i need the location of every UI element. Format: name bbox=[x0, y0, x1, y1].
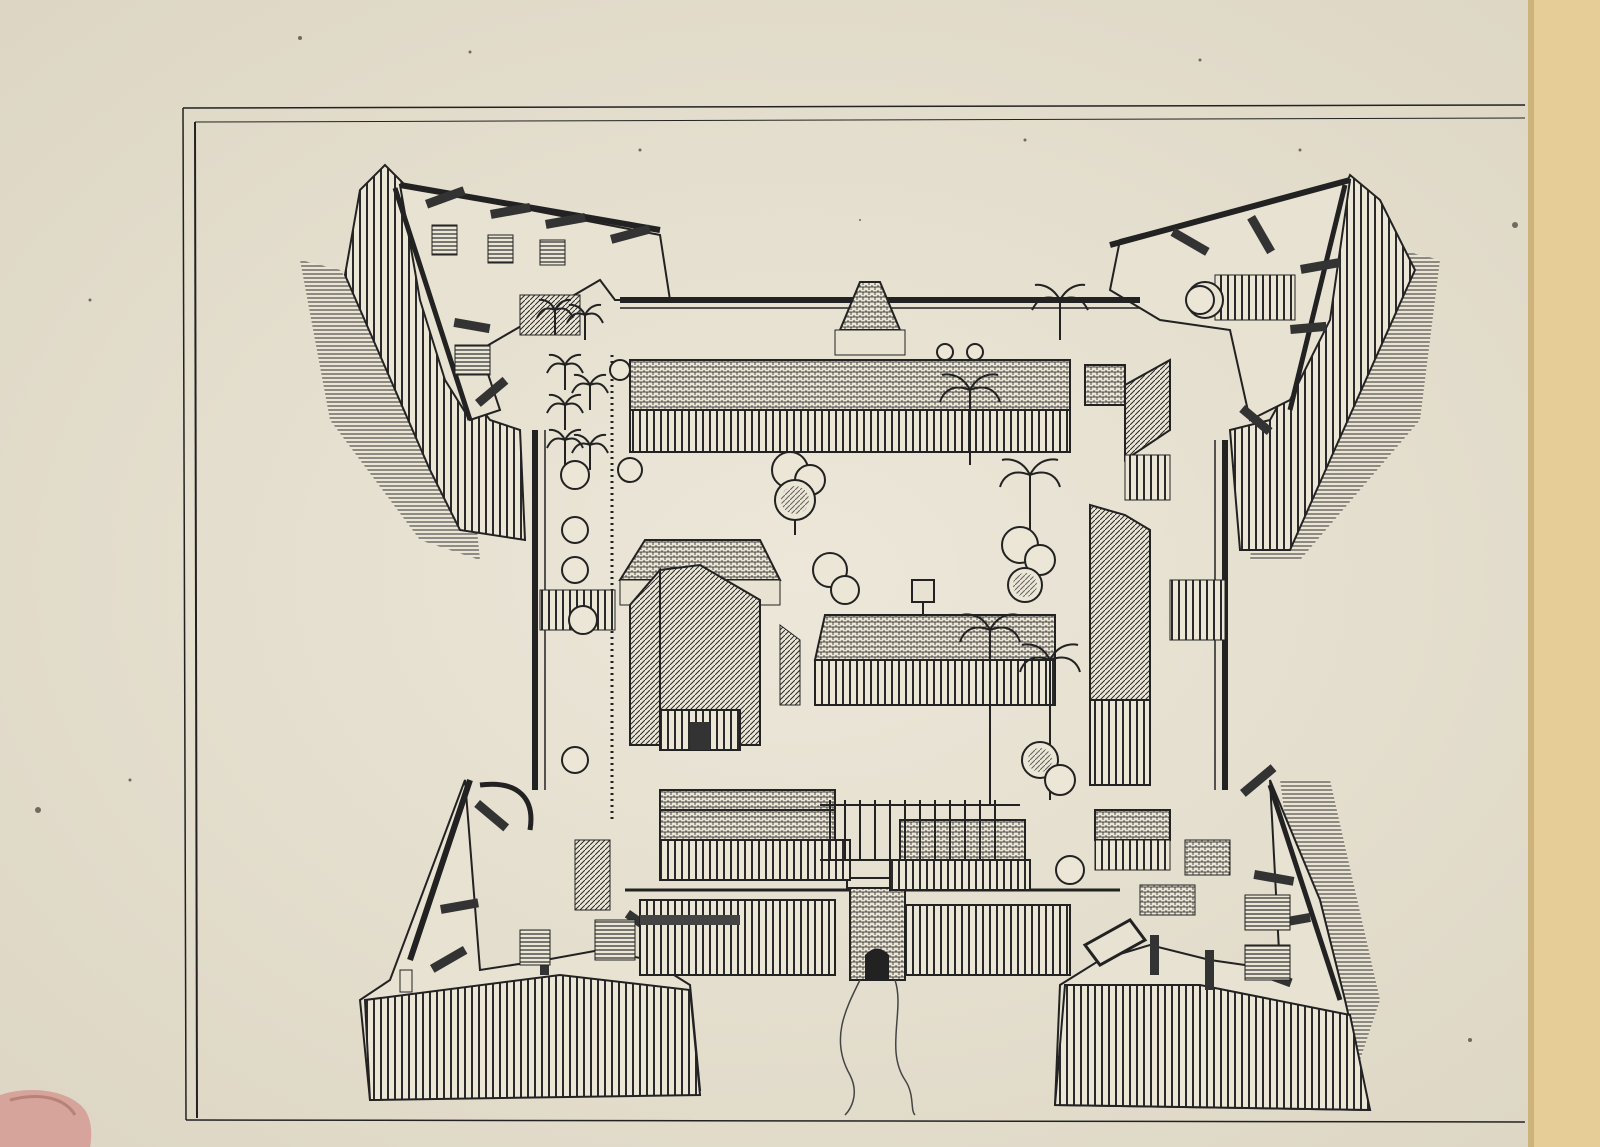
cannon-icon bbox=[424, 186, 651, 407]
gate-icon bbox=[846, 877, 909, 981]
paper-specks bbox=[35, 36, 1518, 1042]
tree-icon bbox=[560, 285, 1215, 885]
thumb bbox=[0, 1090, 92, 1147]
interior-buildings bbox=[519, 281, 1231, 916]
se-bastion bbox=[1053, 764, 1372, 1112]
tree-hatch bbox=[781, 486, 1052, 772]
east-bridge bbox=[1169, 579, 1226, 641]
palm-tree-icon bbox=[536, 283, 1089, 805]
cannon-icon bbox=[1170, 215, 1341, 436]
front-wall bbox=[625, 888, 1120, 976]
ne-bastion bbox=[1108, 173, 1417, 551]
paper-edge bbox=[1528, 0, 1600, 1147]
plate-border bbox=[182, 104, 1526, 1123]
sw-bastion bbox=[358, 779, 702, 1102]
approach-road bbox=[839, 979, 916, 1116]
palisade-icon bbox=[820, 800, 1020, 861]
